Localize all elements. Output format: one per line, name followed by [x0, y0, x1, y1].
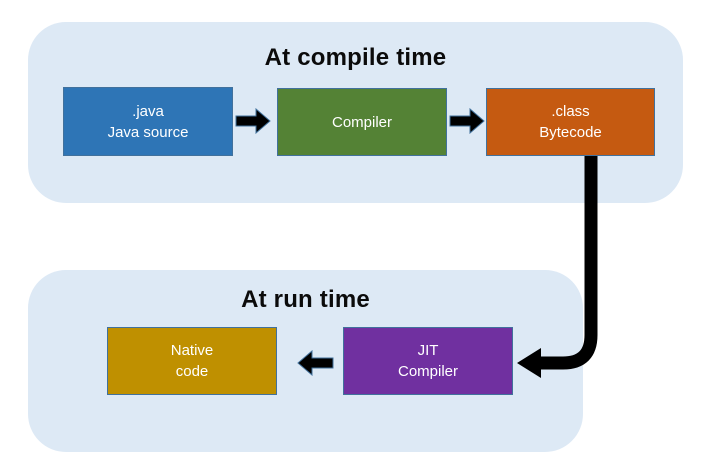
native-code-label-line2: code: [175, 363, 209, 380]
compile-time-title: At compile time: [264, 44, 447, 71]
compiler-box: Compiler: [277, 88, 447, 156]
bytecode-box: .class Bytecode: [486, 88, 655, 156]
jit-compiler-box: JIT Compiler: [343, 327, 513, 395]
bytecode-label-line2: Bytecode: [539, 124, 602, 141]
arrow-compiler-to-bytecode-icon: [449, 108, 485, 134]
arrow-java-to-compiler-icon: [235, 108, 271, 134]
arrow-jit-to-native-icon: [297, 350, 334, 376]
compiler-label: Compiler: [331, 113, 392, 131]
java-source-box: .java Java source: [63, 87, 233, 156]
java-source-label-line2: Java source: [107, 123, 189, 141]
native-code-box: Native code: [107, 327, 277, 395]
jit-compiler-label-line1: JIT: [417, 342, 439, 359]
run-time-title: At run time: [241, 286, 370, 313]
bytecode-label-line1: .class: [551, 103, 590, 120]
java-source-label-line1: .java: [132, 102, 164, 120]
native-code-label-line1: Native: [170, 342, 214, 359]
jit-compiler-label-line2: Compiler: [397, 363, 458, 380]
